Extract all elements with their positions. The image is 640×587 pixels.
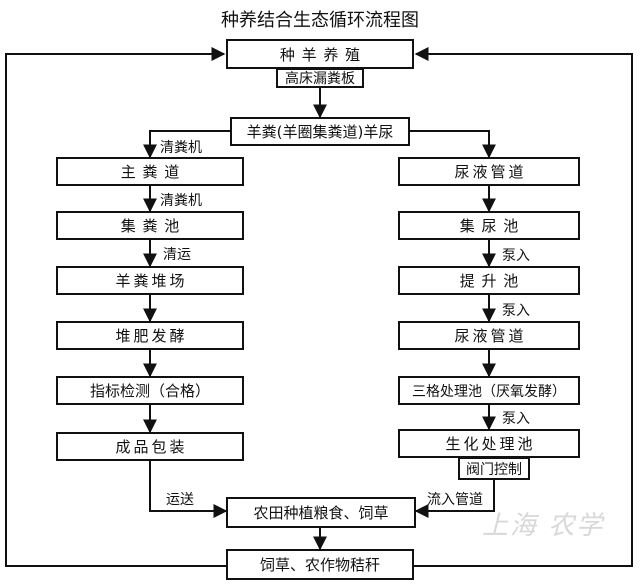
node-breeding: 种羊养殖 [226,39,414,69]
node-urine-pipe-1: 尿液管道 [398,157,580,186]
label-pump-1: 泵入 [502,248,530,264]
watermark-logo: 上海 农学 [482,511,605,541]
label-cleaner-2: 清粪机 [160,193,202,209]
node-bio-tank: 生化处理池 [398,429,580,458]
node-compost-ferment: 堆肥发酵 [56,321,244,350]
label-haul: 清运 [163,247,191,263]
label-pump-2: 泵入 [502,303,530,319]
edge-split-to-urine-pipe [410,130,496,159]
node-floor-board: 高床漏粪板 [276,68,364,88]
node-urine-pipe-2: 尿液管道 [398,321,580,350]
node-lift-pool: 提升池 [398,266,580,295]
edge-loop-left [5,47,226,567]
node-manure-urine: 羊粪(羊圈集粪道)羊尿 [230,117,410,146]
node-main-channel: 主粪道 [56,157,244,186]
node-forage: 饲草、农作物秸秆 [226,549,414,580]
label-transport: 运送 [166,492,194,508]
label-cleaner-1: 清粪机 [160,140,202,156]
node-three-tank: 三格处理池（厌氧发酵） [398,376,580,405]
edge-package-to-farmland [149,461,228,518]
node-collect-pit: 集粪池 [56,211,244,240]
label-pump-3: 泵入 [502,411,530,427]
node-package: 成品包装 [56,432,244,461]
node-valve-control: 阀门控制 [458,457,530,480]
edge-split-to-main-channel [143,130,230,159]
node-urine-pool: 集尿池 [398,211,580,240]
node-farmland: 农田种植粮食、饲草 [226,497,416,528]
edge-valve-to-farmland [414,480,495,518]
label-inflow: 流入管道 [427,492,483,508]
diagram-title: 种养结合生态循环流程图 [221,10,419,31]
node-manure-yard: 羊粪堆场 [56,266,244,295]
node-quality-test: 指标检测（合格） [56,376,244,405]
edge-loop-right [414,47,633,567]
